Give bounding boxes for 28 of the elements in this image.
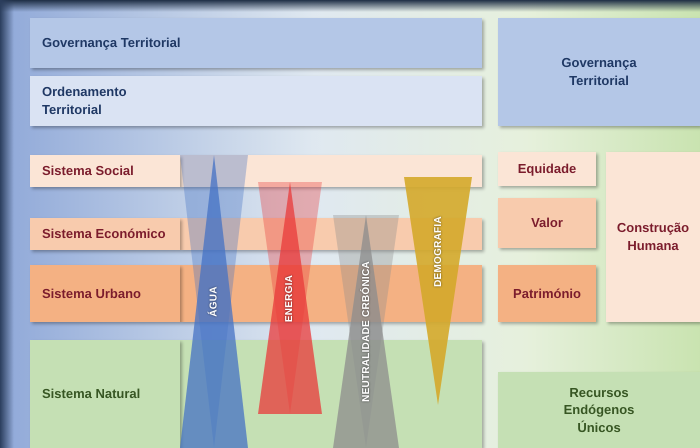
band-label: Recursos Endógenos Únicos bbox=[562, 384, 636, 436]
band-label: Património bbox=[513, 284, 581, 302]
band-label: Equidade bbox=[518, 160, 576, 178]
band-label: Construção Humana bbox=[616, 219, 690, 255]
vertical-label: DEMOGRAFIA bbox=[432, 216, 444, 286]
label-band bbox=[30, 18, 482, 68]
band-label: Sistema Natural bbox=[42, 385, 140, 403]
band-label: Sistema Urbano bbox=[42, 284, 141, 302]
label-band bbox=[606, 152, 700, 322]
band-label: Governança Territorial bbox=[560, 54, 638, 90]
label-band bbox=[30, 76, 482, 126]
label-band bbox=[498, 152, 596, 186]
band-label: Sistema Económico bbox=[42, 225, 166, 243]
label-band bbox=[498, 265, 596, 322]
vertical-label: NEUTRALIDADE CRBÓNICA bbox=[359, 261, 372, 402]
band-label: Sistema Social bbox=[42, 162, 134, 180]
label-band bbox=[498, 372, 700, 448]
band-label: Ordenamento Territorial bbox=[42, 83, 128, 119]
label-band bbox=[498, 198, 596, 248]
band-label: Valor bbox=[531, 214, 563, 232]
label-band bbox=[30, 265, 180, 322]
vertical-label: ENERGIA bbox=[284, 274, 296, 322]
vertical-label: ÁGUA bbox=[206, 286, 220, 317]
band-label: Governança Territorial bbox=[42, 34, 180, 52]
label-band bbox=[498, 18, 700, 126]
label-band bbox=[30, 340, 180, 448]
label-band bbox=[30, 218, 180, 250]
label-band bbox=[30, 155, 180, 187]
